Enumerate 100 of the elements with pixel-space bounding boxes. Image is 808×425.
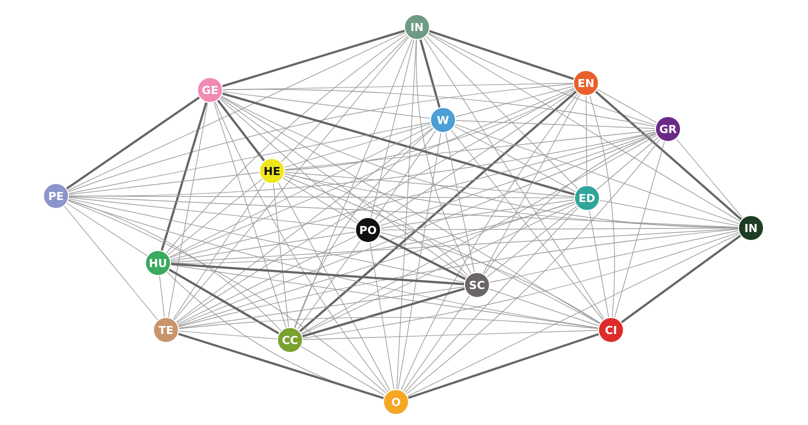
connector-line — [178, 330, 278, 340]
connector-line — [284, 172, 574, 198]
network-node: CI — [598, 317, 624, 343]
connector-line — [222, 89, 656, 127]
connector-line — [595, 90, 742, 220]
connector-line — [68, 197, 356, 229]
connector-line — [302, 232, 740, 339]
connector-line — [68, 198, 465, 283]
connector-line — [596, 137, 658, 190]
connector-line — [408, 333, 600, 399]
connector-line — [273, 184, 289, 328]
connector-line — [170, 228, 738, 263]
connector-line — [454, 124, 740, 224]
network-node: GR — [655, 116, 681, 142]
connector-line — [406, 138, 660, 394]
network-node: PE — [43, 183, 69, 209]
connector-line — [300, 346, 386, 396]
connector-line — [160, 102, 208, 251]
connector-line — [214, 102, 388, 392]
network-node: HU — [145, 250, 171, 276]
connector-line — [178, 286, 464, 328]
connector-line — [178, 133, 656, 326]
network-node: CC — [277, 327, 303, 353]
connector-line — [168, 268, 280, 334]
connector-line — [428, 32, 656, 126]
connector-line — [170, 262, 464, 286]
connector-line — [68, 196, 738, 228]
connector-line — [176, 88, 575, 324]
network-node: HE — [259, 158, 285, 184]
network-node: EN — [573, 70, 599, 96]
connector-line — [178, 202, 575, 326]
connector-line — [482, 94, 580, 274]
connector-line — [396, 40, 417, 390]
connector-line — [374, 130, 436, 220]
network-node: ED — [574, 185, 600, 211]
connector-line — [176, 128, 433, 322]
connector-line — [378, 90, 576, 224]
connector-line — [174, 36, 410, 320]
connector-line — [284, 173, 468, 276]
connector-line — [299, 90, 577, 332]
connector-line — [68, 200, 598, 328]
connector-line — [488, 288, 600, 326]
network-node: GE — [197, 77, 223, 103]
network-node: SC — [464, 272, 490, 298]
connector-line — [68, 122, 431, 194]
connector-line — [178, 332, 384, 400]
connector-line — [214, 102, 286, 328]
connector-line — [419, 39, 441, 108]
connector-line — [380, 200, 574, 228]
connector-line — [68, 200, 387, 394]
connector-line — [178, 316, 598, 329]
connector-line — [297, 240, 361, 330]
network-node: W — [430, 107, 456, 133]
network-node: PO — [355, 217, 381, 243]
network-node: O — [383, 389, 409, 415]
connector-line — [589, 95, 615, 318]
connector-line — [280, 36, 408, 162]
connector-line — [380, 232, 600, 324]
network-node: IN — [738, 215, 764, 241]
connector-line — [620, 234, 742, 324]
connector-line — [282, 177, 358, 224]
connector-line — [222, 30, 405, 88]
connector-line — [284, 130, 656, 170]
connector-line — [172, 181, 266, 320]
connector-line — [294, 38, 412, 328]
connector-line — [424, 38, 604, 320]
connector-line — [159, 276, 165, 318]
connector-line — [588, 210, 610, 318]
connector-line — [66, 96, 200, 190]
connector-line — [403, 295, 470, 392]
connector-line — [380, 132, 656, 226]
connector-line — [68, 199, 282, 331]
connector-line — [370, 242, 394, 390]
connector-line — [168, 102, 208, 318]
connector-line — [445, 132, 475, 273]
connector-line — [486, 206, 578, 278]
connector-line — [404, 207, 578, 393]
connector-line — [416, 40, 472, 274]
connector-line — [170, 264, 598, 328]
connector-line — [222, 91, 430, 119]
connector-line — [220, 96, 600, 324]
connector-line — [178, 228, 738, 328]
connector-line — [220, 97, 467, 278]
connector-line — [454, 126, 576, 192]
connector-line — [302, 330, 598, 340]
connector-line — [169, 125, 432, 258]
connector-line — [217, 100, 265, 162]
connector-line — [278, 182, 390, 391]
connector-line — [294, 128, 434, 328]
connector-line — [64, 206, 158, 320]
connector-line — [68, 84, 574, 192]
connector-line — [302, 288, 465, 338]
connector-line — [426, 36, 578, 190]
network-node: IN — [404, 14, 430, 40]
connector-line — [450, 130, 604, 320]
connector-line — [284, 175, 600, 324]
connector-line — [284, 123, 431, 168]
connector-line — [455, 86, 574, 118]
connector-line — [398, 132, 442, 390]
connector-line — [614, 141, 665, 318]
